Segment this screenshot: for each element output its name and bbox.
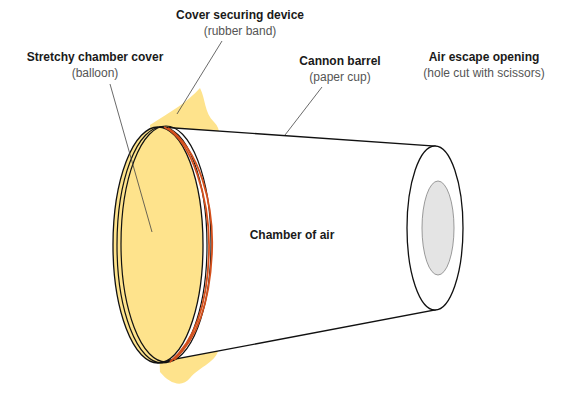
leader-line xyxy=(177,41,222,114)
part-note: (hole cut with scissors) xyxy=(423,66,544,81)
part-note: (paper cup) xyxy=(309,70,370,85)
air-hole xyxy=(422,181,454,275)
part-name: Cover securing device xyxy=(176,8,304,23)
cup-mouth xyxy=(113,127,203,363)
part-name: Air escape opening xyxy=(429,50,540,65)
rubber-band xyxy=(164,127,209,362)
leader-line xyxy=(285,87,322,135)
leader-line xyxy=(110,84,152,232)
part-name: Cannon barrel xyxy=(299,54,380,69)
cup-bottom xyxy=(407,146,463,310)
part-note: (balloon) xyxy=(72,66,119,81)
part-name: Stretchy chamber cover xyxy=(27,50,164,65)
rubber-band xyxy=(168,128,212,360)
region-name: Chamber of air xyxy=(250,228,335,243)
part-note: (rubber band) xyxy=(204,24,277,39)
